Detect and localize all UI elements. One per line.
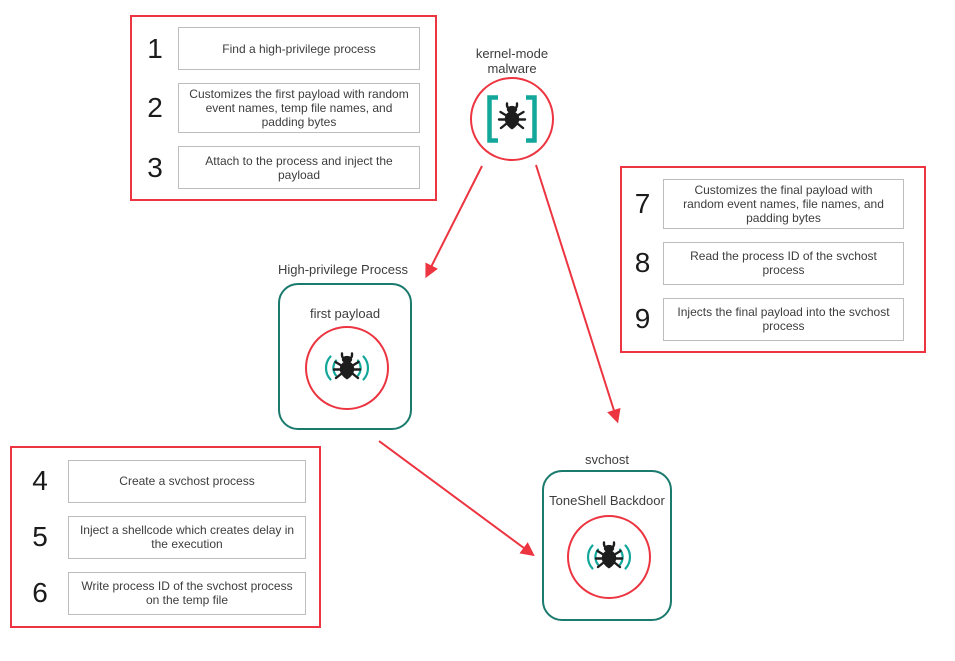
first-payload-label: first payload: [309, 306, 381, 321]
bracket-right-icon: [526, 95, 537, 143]
step-number: 7: [634, 187, 651, 219]
bug-in-brackets-icon: [470, 77, 554, 161]
step-box: Customizes the final payload with random…: [663, 178, 904, 229]
toneshell-backdoor-label: ToneShell Backdoor: [549, 493, 665, 508]
high-privilege-process-node: first payload: [278, 283, 412, 430]
step-number: 5: [32, 521, 48, 552]
step-box: Read the process ID of the svchost proce…: [663, 241, 904, 285]
bracket-left-icon: [487, 95, 498, 143]
arrow-highprivilege-to-svchost: [378, 440, 535, 557]
step-row-6: 6 Write process ID of the svchost proces…: [12, 571, 319, 615]
bug-icon: [332, 352, 362, 381]
step-box: Create a svchost process: [68, 459, 306, 503]
step-number: 3: [147, 151, 163, 183]
bug-signal-icon: [567, 515, 651, 599]
arrow-kernel-to-svchost: [535, 164, 621, 424]
high-privilege-process-label: High-privilege Process: [277, 262, 409, 277]
step-box: Injects the final payload into the svcho…: [663, 297, 904, 341]
kernel-malware-label: kernel-mode malware: [475, 46, 549, 76]
step-box: Find a high-privilege process: [178, 27, 420, 70]
step-row-4: 4 Create a svchost process: [12, 459, 319, 503]
step-group-first-payload: 1 Find a high-privilege process 2 Custom…: [130, 15, 437, 201]
step-box: Inject a shellcode which creates delay i…: [68, 515, 306, 559]
step-number: 6: [32, 577, 48, 608]
step-row-9: 9 Injects the final payload into the svc…: [622, 297, 924, 341]
step-row-1: 1 Find a high-privilege process: [132, 27, 435, 70]
svchost-node: ToneShell Backdoor: [542, 470, 672, 621]
bug-signal-icon: [305, 326, 389, 410]
step-row-2: 2 Customizes the first payload with rand…: [132, 83, 435, 133]
step-box: Customizes the first payload with random…: [178, 83, 420, 133]
red-circle-icon: [567, 515, 651, 599]
step-number: 8: [634, 247, 651, 278]
step-group-final-payload: 7 Customizes the final payload with rand…: [620, 166, 926, 353]
step-group-svchost-creation: 4 Create a svchost process 5 Inject a sh…: [10, 446, 321, 628]
step-box: Attach to the process and inject the pay…: [178, 146, 420, 189]
svchost-label: svchost: [584, 452, 630, 467]
step-number: 2: [147, 92, 163, 123]
step-box: Write process ID of the svchost process …: [68, 571, 306, 615]
step-row-7: 7 Customizes the final payload with rand…: [622, 178, 924, 229]
red-circle-icon: [305, 326, 389, 410]
bug-icon: [594, 541, 624, 570]
red-circle-icon: [470, 77, 554, 161]
step-row-5: 5 Inject a shellcode which creates delay…: [12, 515, 319, 559]
bug-icon: [497, 102, 527, 131]
step-row-8: 8 Read the process ID of the svchost pro…: [622, 241, 924, 285]
step-number: 9: [634, 303, 651, 334]
step-row-3: 3 Attach to the process and inject the p…: [132, 146, 435, 189]
step-number: 1: [147, 32, 163, 64]
step-number: 4: [32, 465, 48, 496]
